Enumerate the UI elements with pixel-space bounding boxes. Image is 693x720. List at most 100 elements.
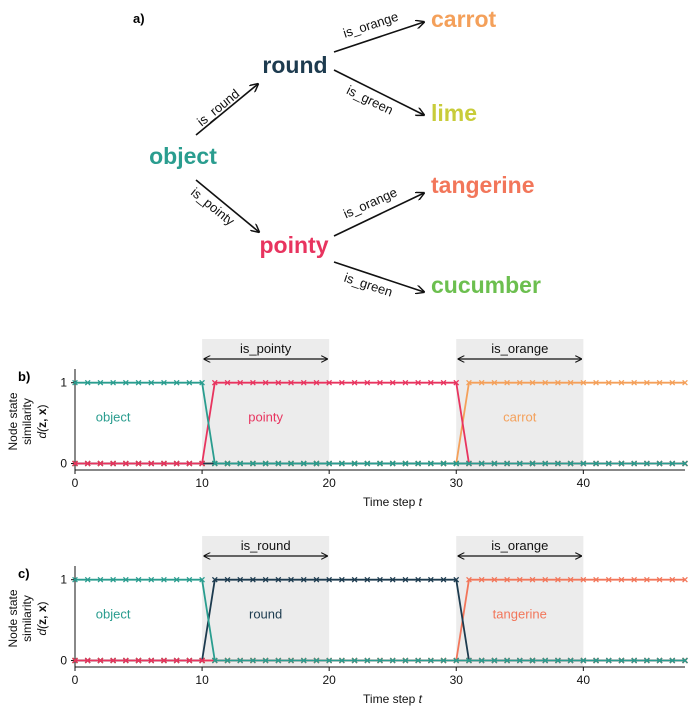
- series-tangerine-point: [504, 576, 510, 583]
- x-axis-title-variable: t: [419, 495, 423, 509]
- interval-label: is_orange: [491, 341, 548, 356]
- panel-label: b): [18, 369, 30, 384]
- series-carrot-point: [478, 379, 485, 386]
- series-object-point: [466, 460, 472, 467]
- series-round-point: [351, 576, 358, 583]
- series-object-point: [224, 460, 231, 467]
- series-round-point: [402, 576, 409, 583]
- y-tick-label: 1: [60, 573, 67, 587]
- series-tangerine-point: [593, 576, 599, 583]
- series-tangerine-point: [682, 576, 688, 583]
- series-object-point: [478, 460, 485, 467]
- series-object-point: [644, 460, 650, 467]
- series-object-point: [567, 460, 574, 467]
- x-axis-title-variable: t: [419, 692, 423, 706]
- interval-label: is_orange: [491, 538, 548, 553]
- edge-object-pointy: is_pointy: [188, 179, 259, 232]
- series-tangerine-point: [567, 576, 574, 583]
- series-object-line: [75, 578, 685, 662]
- series-object-point: [415, 657, 421, 664]
- series-object-point: [313, 460, 320, 467]
- series-object-point: [110, 379, 116, 386]
- series-object-point: [288, 460, 294, 467]
- panel-a-label: a): [133, 11, 145, 26]
- series-tangerine-point: [466, 576, 472, 583]
- series-pointy-point: [110, 657, 116, 664]
- series-object-point: [364, 460, 371, 467]
- series-pointy-point: [161, 460, 167, 467]
- series-object-point: [237, 657, 244, 664]
- series-object-point: [618, 657, 625, 664]
- series-object-point: [644, 657, 650, 664]
- series-object-point: [135, 379, 142, 386]
- series-object-point: [415, 460, 421, 467]
- series-round-point: [275, 576, 282, 583]
- node-tangerine: tangerine: [431, 172, 535, 198]
- series-object-point: [300, 460, 307, 467]
- series-tangerine-point: [516, 576, 523, 583]
- series-object-point: [72, 576, 78, 583]
- series-object-point: [300, 657, 307, 664]
- series-object-point: [593, 460, 599, 467]
- series-object-point: [122, 576, 129, 583]
- y-axis-title-line2: similarity: [20, 595, 34, 642]
- series-round-point: [313, 576, 320, 583]
- series-carrot-line: [75, 381, 685, 465]
- series-pointy-point: [415, 379, 421, 386]
- series-object-point: [339, 460, 345, 467]
- series-pointy-point: [440, 379, 447, 386]
- series-object-point: [377, 460, 383, 467]
- series-object-point: [148, 379, 155, 386]
- series-object-point: [618, 460, 625, 467]
- series-carrot-point: [580, 379, 587, 386]
- series-pointy-point: [326, 379, 333, 386]
- series-object-point: [491, 460, 498, 467]
- series-object-point: [504, 657, 510, 664]
- series-object-point: [491, 657, 498, 664]
- series-object-point: [631, 657, 638, 664]
- series-object-point: [72, 379, 78, 386]
- series-object-point: [211, 657, 218, 664]
- series-object-point: [656, 460, 663, 467]
- series-pointy-point: [97, 657, 104, 664]
- edge-label-is-orange-1: is_orange: [341, 9, 400, 41]
- series-pointy-point: [389, 379, 396, 386]
- series-tangerine-line: [75, 578, 685, 662]
- y-tick-label: 1: [60, 376, 67, 390]
- y-tick-label: 0: [60, 654, 67, 668]
- series-carrot-point: [542, 379, 549, 386]
- series-carrot-point: [516, 379, 523, 386]
- series-round-point: [427, 576, 434, 583]
- series-object-point: [237, 460, 244, 467]
- series-pointy-point: [110, 460, 116, 467]
- x-tick-label: 10: [195, 476, 209, 490]
- series-object: [72, 379, 688, 467]
- series-pointy-point: [148, 657, 155, 664]
- series-object-point: [427, 460, 434, 467]
- series-pointy-point: [186, 460, 193, 467]
- series-object-point: [440, 460, 447, 467]
- series-object-point: [580, 460, 587, 467]
- series-pointy-point: [377, 379, 383, 386]
- series-object-point: [516, 657, 523, 664]
- series-object-point: [161, 379, 167, 386]
- series-pointy-point: [262, 379, 269, 386]
- x-tick-label: 0: [72, 673, 79, 687]
- series-object-point: [529, 657, 536, 664]
- series-tangerine-point: [529, 576, 536, 583]
- series-pointy-point: [364, 379, 371, 386]
- series-carrot-point: [529, 379, 536, 386]
- node-carrot: carrot: [431, 6, 497, 32]
- region-label: round: [249, 607, 282, 622]
- series-tangerine-point: [669, 576, 676, 583]
- series-carrot-point: [593, 379, 599, 386]
- series-pointy-point: [339, 379, 345, 386]
- interval-label: is_pointy: [240, 341, 292, 356]
- series-pointy-point: [402, 379, 409, 386]
- region-label: tangerine: [493, 607, 547, 622]
- series-object-point: [593, 657, 599, 664]
- series-pointy-point: [250, 379, 256, 386]
- series-object-point: [669, 657, 676, 664]
- series-tangerine-point: [644, 576, 650, 583]
